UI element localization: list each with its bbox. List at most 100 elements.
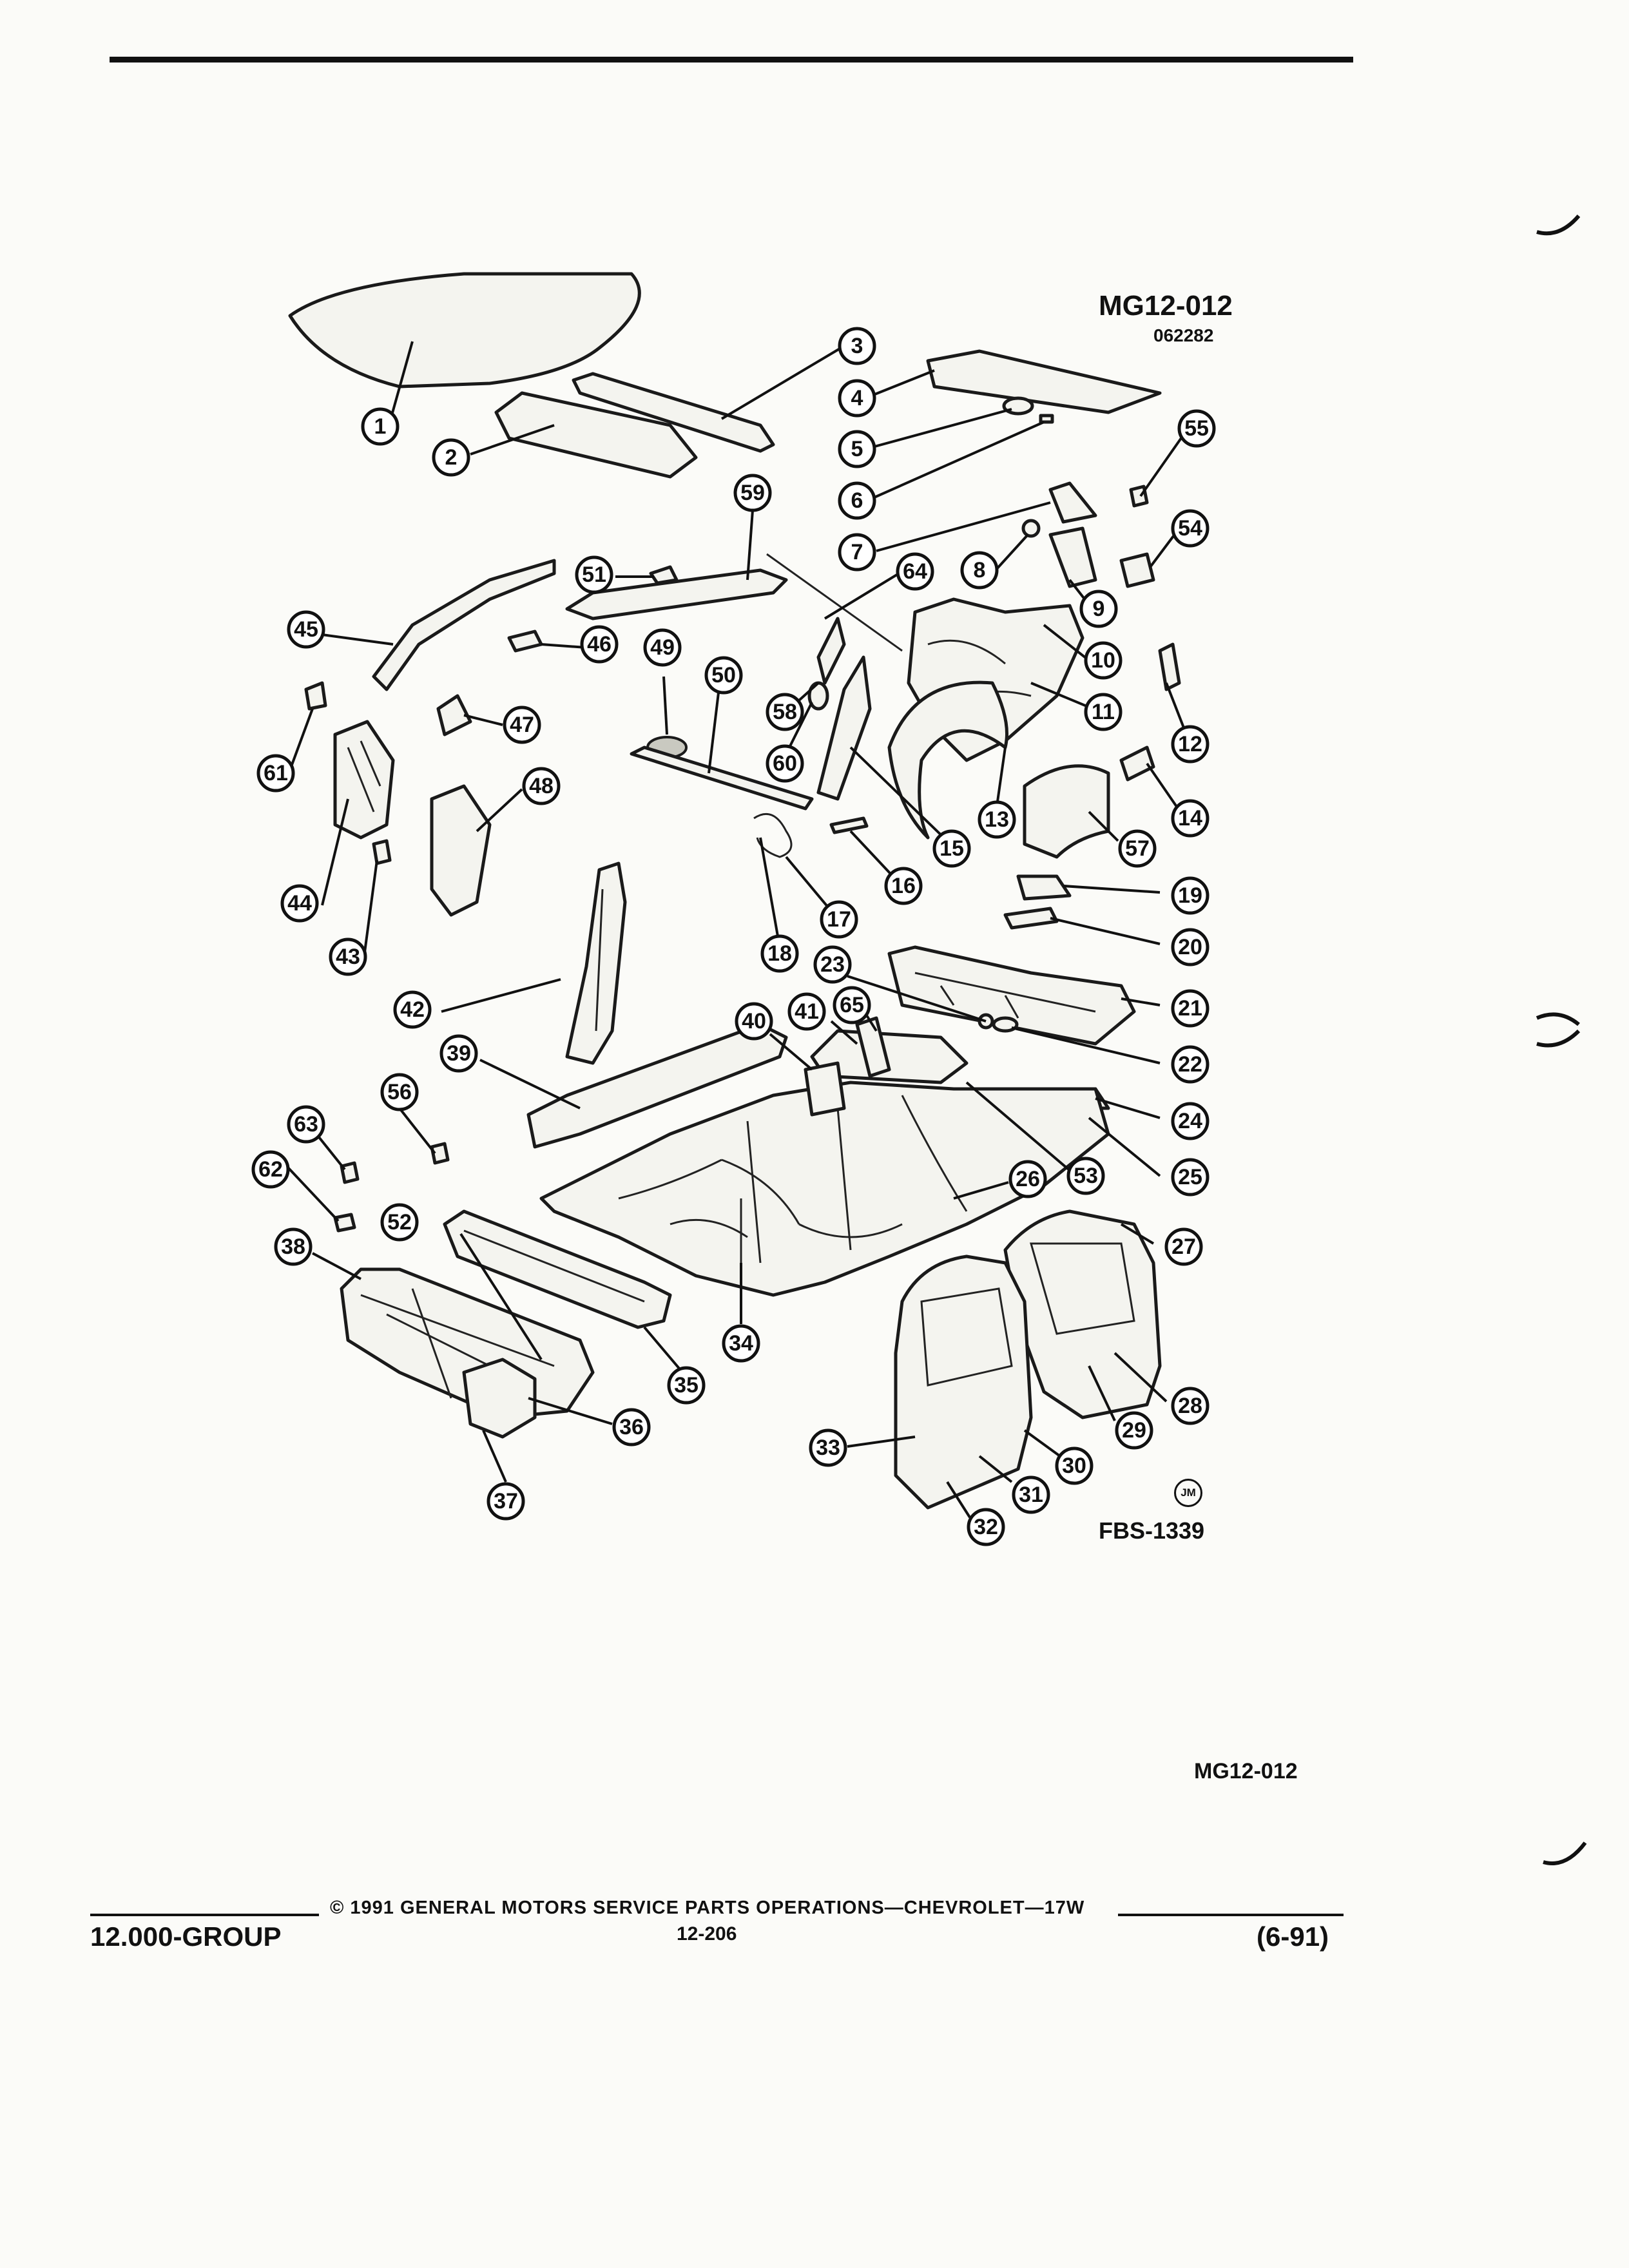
- bolt: [829, 816, 869, 834]
- callout-label: 19: [1178, 883, 1202, 908]
- callout-55: 55: [1177, 409, 1216, 448]
- callout-label: 22: [1178, 1052, 1202, 1077]
- callout-label: 1: [374, 414, 387, 439]
- callout-20: 20: [1171, 928, 1210, 966]
- callout-14: 14: [1171, 799, 1210, 838]
- fbs-code: FBS-1339: [1099, 1517, 1205, 1544]
- bracket-14: [1119, 745, 1155, 782]
- figure-date: 062282: [1153, 325, 1214, 345]
- callout-9: 9: [1079, 590, 1118, 628]
- callout-label: 11: [1092, 700, 1115, 724]
- callout-1: 1: [361, 407, 400, 446]
- callout-label: 14: [1178, 806, 1202, 831]
- callout-62: 62: [251, 1150, 290, 1189]
- callout-label: 51: [582, 562, 606, 587]
- callout-59: 59: [733, 474, 772, 512]
- roof-bow: [494, 391, 698, 479]
- cowl-strip: [630, 745, 814, 811]
- callout-12: 12: [1171, 725, 1210, 764]
- callout-label: 9: [1093, 597, 1105, 621]
- callout-58: 58: [766, 693, 804, 731]
- reinforcement: [1048, 526, 1097, 588]
- footer-rule-right: [1118, 1914, 1344, 1916]
- callout-label: 13: [985, 807, 1009, 832]
- callout-13: 13: [978, 800, 1016, 839]
- callout-label: 18: [767, 941, 792, 966]
- top-rule: [110, 57, 1353, 62]
- callout-4: 4: [838, 379, 876, 418]
- callout-21: 21: [1171, 989, 1210, 1028]
- callout-label: 10: [1091, 648, 1115, 673]
- callout-label: 7: [851, 540, 863, 564]
- callout-38: 38: [274, 1227, 313, 1266]
- callout-label: 12: [1178, 732, 1202, 756]
- callout-40: 40: [735, 1002, 773, 1041]
- molding: [766, 553, 903, 652]
- seat-crossmember: [804, 1061, 846, 1117]
- callout-label: 43: [336, 945, 360, 969]
- callout-49: 49: [643, 628, 682, 667]
- scan-mark: [1543, 1841, 1587, 1865]
- callout-7: 7: [838, 533, 876, 572]
- callout-16: 16: [884, 867, 923, 905]
- callout-label: 17: [827, 907, 851, 932]
- callout-5: 5: [838, 430, 876, 468]
- panel-19: [1016, 874, 1072, 901]
- page-number: 12-206: [677, 1923, 737, 1945]
- callout-15: 15: [932, 829, 971, 868]
- callout-label: 24: [1178, 1109, 1202, 1133]
- callout-label: 28: [1178, 1394, 1202, 1418]
- figure-code-bottom: MG12-012: [1194, 1759, 1298, 1783]
- hinge-pillar: [430, 784, 492, 917]
- callout-63: 63: [287, 1105, 325, 1144]
- rear-door: [1003, 1209, 1162, 1419]
- callout-label: 60: [773, 751, 797, 776]
- callout-label: 41: [795, 999, 819, 1024]
- callout-label: 32: [974, 1515, 998, 1539]
- callout-label: 49: [650, 635, 675, 660]
- callout-label: 38: [281, 1235, 305, 1259]
- callout-label: 20: [1178, 935, 1202, 959]
- fastener: [1021, 519, 1041, 538]
- callout-61: 61: [256, 754, 295, 793]
- callout-64: 64: [896, 552, 934, 591]
- callout-label: 2: [445, 445, 458, 470]
- callout-label: 16: [891, 874, 916, 898]
- fitting: [1039, 414, 1054, 424]
- callout-24: 24: [1171, 1102, 1210, 1140]
- footer-rule-left: [90, 1914, 319, 1916]
- wheelhouse-inner: [1023, 764, 1110, 859]
- callout-39: 39: [439, 1034, 478, 1073]
- callout-label: 8: [974, 558, 986, 582]
- callout-label: 3: [851, 334, 863, 358]
- callout-label: 30: [1062, 1454, 1086, 1478]
- callout-17: 17: [820, 900, 858, 939]
- callout-23: 23: [813, 945, 852, 984]
- clip-56: [430, 1142, 450, 1165]
- callout-label: 54: [1178, 516, 1202, 541]
- callout-32: 32: [967, 1508, 1005, 1546]
- bracket-47: [436, 694, 472, 736]
- callout-label: 27: [1171, 1235, 1196, 1259]
- callout-35: 35: [667, 1366, 706, 1405]
- cowl-panel: [443, 1209, 672, 1329]
- callout-46: 46: [580, 625, 619, 664]
- callout-label: 63: [294, 1112, 318, 1137]
- roof-side-rail: [372, 559, 556, 691]
- callout-36: 36: [612, 1408, 651, 1446]
- callout-label: 33: [816, 1436, 840, 1460]
- callout-label: 61: [264, 761, 288, 785]
- callout-50: 50: [704, 656, 743, 695]
- front-door: [894, 1254, 1033, 1510]
- roof-panel: [288, 272, 641, 389]
- callout-43: 43: [329, 937, 367, 976]
- plug-22: [992, 1016, 1019, 1033]
- callout-41: 41: [787, 992, 826, 1031]
- clip-62: [333, 1213, 356, 1233]
- callout-label: 25: [1178, 1165, 1202, 1189]
- callout-label: 53: [1074, 1164, 1098, 1188]
- callout-label: 15: [940, 836, 964, 861]
- figure-code: MG12-012: [1099, 290, 1233, 322]
- callout-54: 54: [1171, 509, 1210, 548]
- callout-6: 6: [838, 481, 876, 520]
